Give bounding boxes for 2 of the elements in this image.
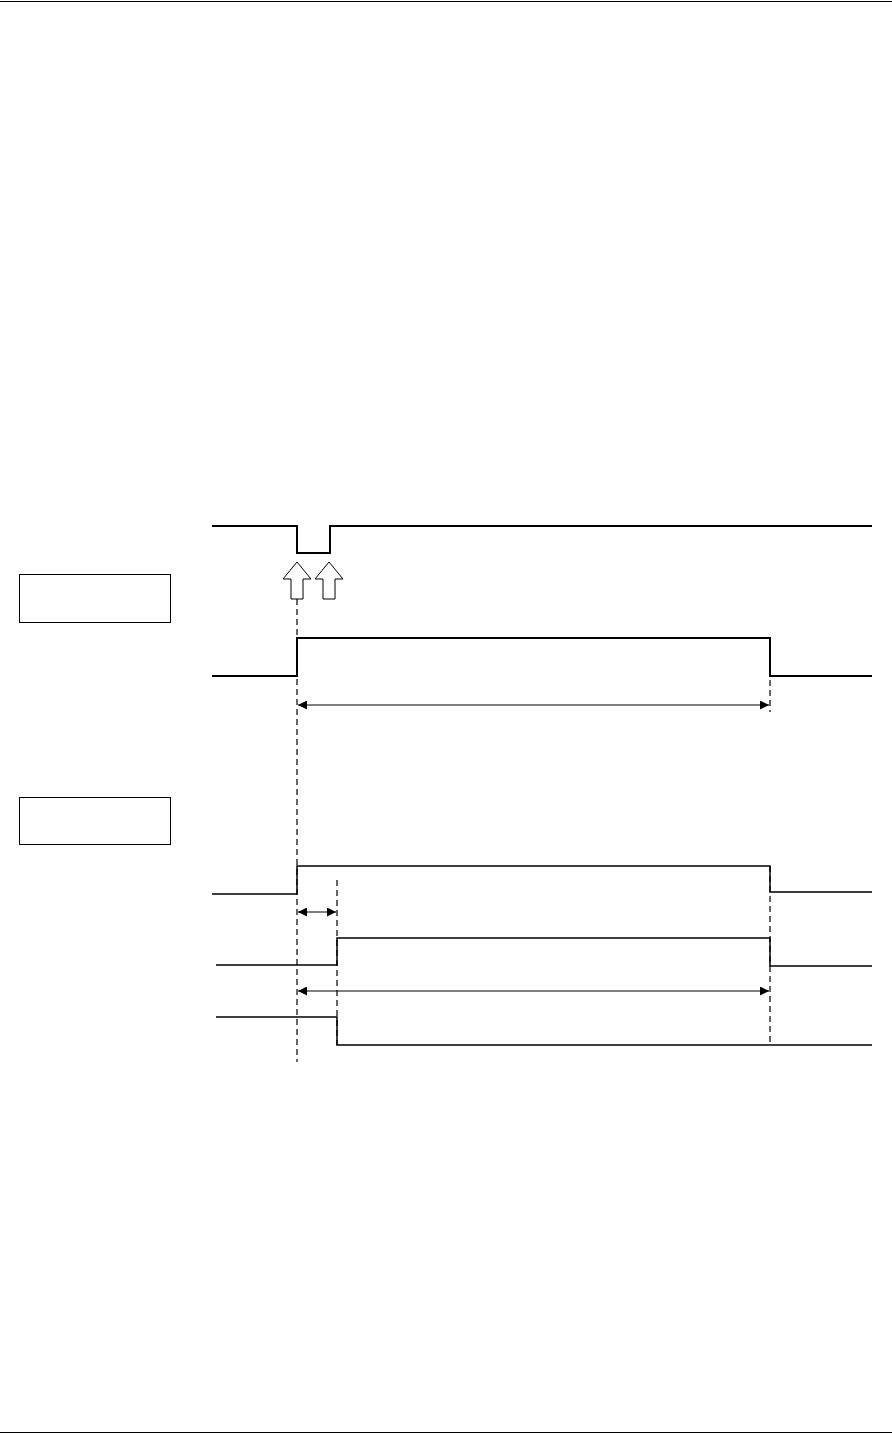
empty-box	[19, 574, 171, 623]
empty-box	[19, 797, 171, 845]
